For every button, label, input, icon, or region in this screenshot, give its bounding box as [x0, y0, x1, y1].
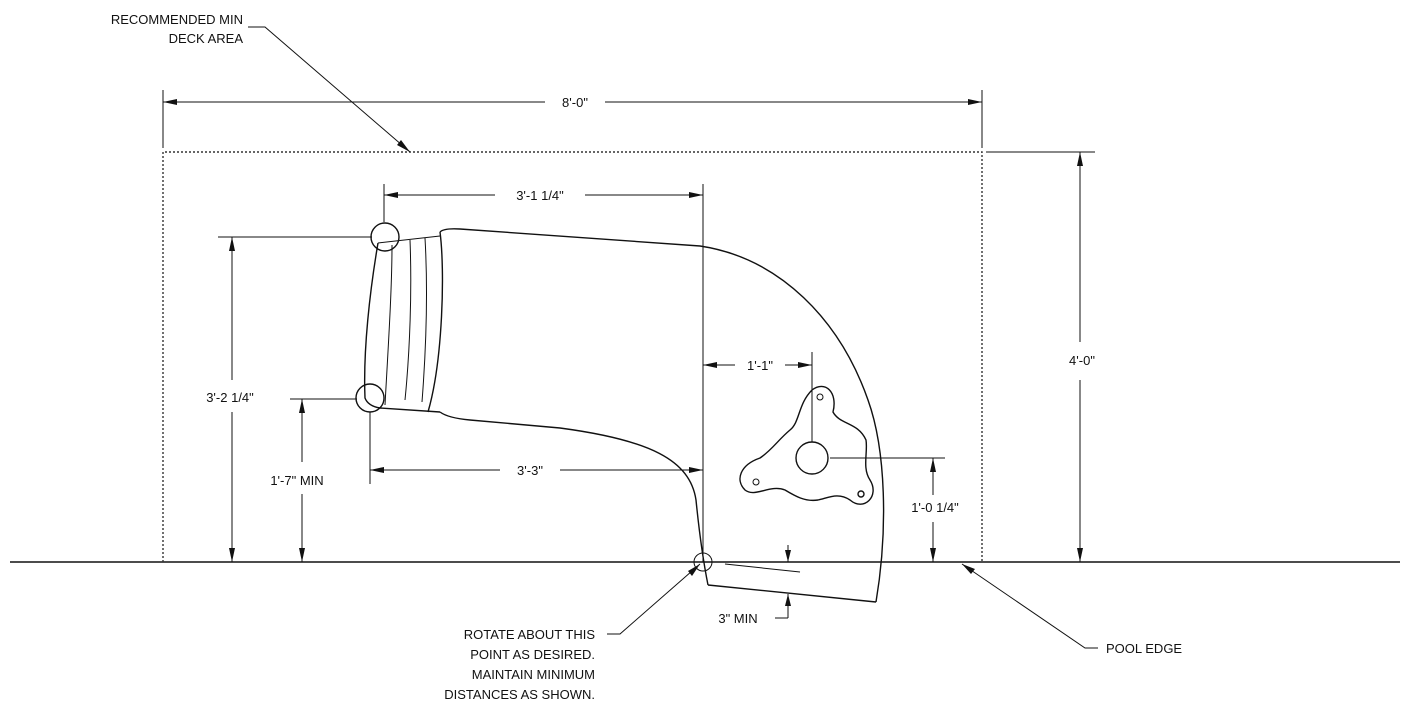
deck-area-label-line1: RECOMMENDED MIN — [111, 12, 243, 27]
dim-bottom-run-label: 3'-3" — [517, 463, 543, 478]
rotate-label-line1: ROTATE ABOUT THIS — [464, 627, 596, 642]
mounting-plate — [739, 385, 874, 505]
dim-top-run — [383, 184, 704, 562]
dim-top-run-label: 3'-1 1/4" — [516, 188, 564, 203]
dim-deck-depth-label: 4'-0" — [1069, 353, 1095, 368]
rail-end-bottom-circle — [355, 383, 385, 413]
rotate-label-line3: MAINTAIN MINIMUM — [472, 667, 595, 682]
dim-min-height-label: 1'-7" MIN — [270, 473, 323, 488]
deck-area-leader — [248, 26, 411, 153]
dim-min-height — [290, 398, 357, 562]
dim-deck-width-label: 8'-0" — [562, 95, 588, 110]
dim-mount-height — [830, 457, 945, 562]
rotate-label-line4: DISTANCES AS SHOWN. — [444, 687, 595, 702]
rail-end-top-circle — [370, 222, 400, 252]
dim-edge-clearance-label: 3" MIN — [718, 611, 757, 626]
rotate-label-line2: POINT AS DESIRED. — [470, 647, 595, 662]
dim-deck-depth — [986, 151, 1095, 562]
deck-area-outline — [162, 151, 983, 562]
dim-mount-height-label: 1'-0 1/4" — [911, 500, 959, 515]
deck-area-label-line2: DECK AREA — [169, 31, 244, 46]
dim-rail-height — [218, 236, 372, 562]
dim-edge-clearance — [775, 545, 791, 619]
rotate-point-leader — [607, 563, 701, 635]
pool-edge-label: POOL EDGE — [1106, 641, 1182, 656]
dim-rail-height-label: 3'-2 1/4" — [206, 390, 254, 405]
slide-outline — [363, 228, 885, 603]
dim-side-offset — [703, 352, 813, 442]
dim-deck-width — [162, 90, 983, 148]
pool-edge-leader — [961, 563, 1098, 649]
dim-bottom-run — [369, 412, 703, 484]
dim-side-offset-label: 1'-1" — [747, 358, 773, 373]
